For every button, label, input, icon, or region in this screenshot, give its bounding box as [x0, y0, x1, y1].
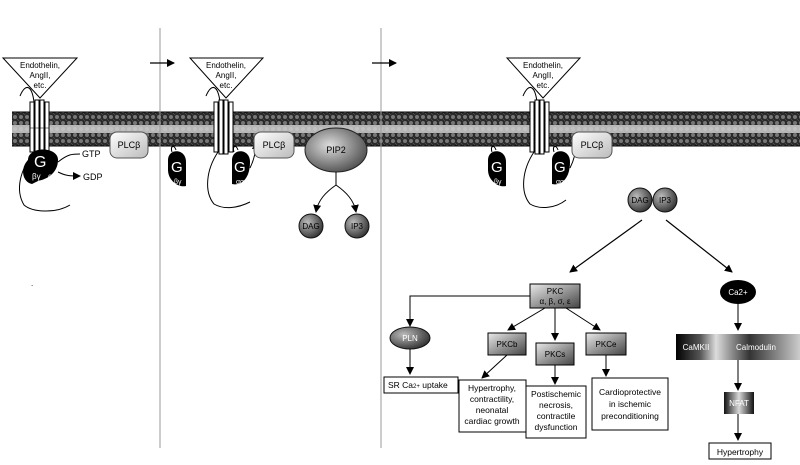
plc-beta: PLCβ [253, 131, 295, 159]
outcome-s-line-2: necrosis, [539, 400, 573, 410]
pkc-epsilon: PKCe [585, 332, 627, 356]
ligand-label-1: Endothelin, [20, 61, 60, 70]
gpcr-receptor [205, 87, 251, 209]
dag: DAG [627, 187, 653, 213]
camkii: CaMKII [676, 334, 716, 360]
g-letter-aq: G [234, 159, 246, 176]
panel-1: Endothelin, AngII, etc. G βγ αq GTP GDP [1, 57, 149, 212]
pkc-beta: PKCb [487, 332, 527, 356]
sr-superscript: 2+ [413, 384, 420, 390]
outcome-e-line-3: preconditioning [601, 411, 659, 421]
gdp-label: GDP [83, 172, 103, 182]
dag-label: DAG [631, 196, 648, 205]
ligand-label-3: etc. [537, 81, 550, 90]
g-alpha-q: G αq [552, 145, 570, 186]
outcome-b-line-2: contractility, [470, 394, 514, 404]
beta-gamma-label: βγ [174, 179, 182, 186]
g-protein-letter: G [34, 154, 46, 171]
ligand-label-2: AngII, [216, 71, 237, 80]
outcome-cardioprotective: Cardioprotective in ischemic preconditio… [591, 377, 669, 431]
g-alpha-q: G αq [232, 145, 250, 186]
ligand-label-2: AngII, [30, 71, 51, 80]
ip3-label: IP3 [659, 196, 672, 205]
g-letter-by: G [491, 159, 503, 176]
nfat-label: NFAT [729, 399, 749, 408]
ip3: IP3 [344, 213, 370, 239]
outcome-e-line-1: Cardioprotective [599, 387, 661, 397]
beta-gamma-label: βγ [32, 172, 41, 181]
alpha-q-label: αq [236, 179, 244, 186]
ip3: IP3 [652, 187, 678, 213]
pip2-label: PIP2 [326, 145, 346, 155]
ligand-triangle [188, 57, 265, 99]
pln: PLN [389, 326, 431, 350]
g-protein: G βγ αq [23, 149, 58, 184]
ligand-label-3: etc. [34, 81, 47, 90]
outcome-hyp-label: Hypertrophy [717, 447, 764, 457]
outcome-s-line-1: Postischemic [531, 389, 582, 399]
g-beta-gamma: G βγ [168, 145, 186, 187]
calmodulin: Calmodulin [716, 334, 800, 360]
g-beta-gamma: G βγ [488, 145, 506, 187]
sr-uptake-label: uptake [420, 380, 448, 390]
gpcr-receptor [19, 87, 71, 212]
pkce-label: PKCe [596, 340, 617, 349]
gtp-label: GTP [82, 149, 101, 159]
outcome-b-line-1: Hypertrophy, [468, 383, 516, 393]
alpha-q-label: αq [556, 179, 564, 186]
ligand-label-1: Endothelin, [206, 61, 246, 70]
pkc-sigma: PKCs [535, 342, 575, 366]
plcb-label: PLCβ [581, 140, 604, 150]
outcome-b-line-4: cardiac growth [464, 416, 520, 426]
ligand-triangle [505, 57, 582, 99]
calcium: Ca2+ [720, 280, 756, 304]
stray-dot: . [31, 279, 33, 288]
outcome-hypertrophy: Hypertrophy [708, 442, 772, 460]
ligand-label-2: AngII, [533, 71, 554, 80]
sr-uptake-box: SR Ca2+ uptake [383, 376, 459, 394]
outcome-e-line-2: in ischemic [609, 399, 652, 409]
sr-label: SR Ca [388, 380, 413, 390]
outcome-b-line-3: neonatal [476, 405, 509, 415]
gpcr-receptor [522, 87, 567, 208]
calmodulin-label: Calmodulin [736, 343, 776, 352]
dag-label: DAG [302, 222, 319, 231]
plcb-label: PLCβ [263, 140, 286, 150]
pkc-isoforms: α, β, σ, ε [539, 297, 571, 306]
ip3-label: IP3 [351, 222, 364, 231]
outcome-hypertrophy-contractility: Hypertrophy, contractility, neonatal car… [458, 379, 527, 433]
panel-3: Endothelin, AngII, etc. G βγ G αq PLCβ [383, 57, 800, 460]
dag: DAG [298, 213, 324, 239]
beta-gamma-label: βγ [494, 179, 502, 186]
calcium-label: Ca2+ [728, 288, 748, 297]
pkcs-label: PKCs [545, 350, 565, 359]
pip2: PIP2 [304, 127, 368, 173]
g-letter-by: G [171, 159, 183, 176]
alpha-q-label: αq [48, 172, 57, 181]
svg-text:SR Ca2+ uptake: SR Ca2+ uptake [388, 380, 448, 390]
outcome-postischemic-necrosis: Postischemic necrosis, contractile dysfu… [525, 385, 587, 439]
pln-label: PLN [402, 334, 418, 343]
g-letter-aq: G [554, 159, 566, 176]
ligand-label-3: etc. [220, 81, 233, 90]
plcb-label: PLCβ [118, 140, 141, 150]
camkii-label: CaMKII [683, 343, 710, 352]
panel-2: Endothelin, AngII, etc. G βγ G αq [168, 57, 370, 239]
nfat: NFAT [724, 392, 754, 414]
ligand-triangle [1, 57, 79, 99]
outcome-s-line-3: contractile [537, 411, 576, 421]
plc-beta: PLCβ [571, 131, 613, 159]
outcome-s-line-4: dysfunction [535, 422, 578, 432]
pkc: PKC α, β, σ, ε [529, 283, 581, 309]
pkc-label: PKC [547, 287, 564, 296]
pkcb-label: PKCb [497, 340, 518, 349]
ligand-label-1: Endothelin, [523, 61, 563, 70]
plc-beta: PLCβ [109, 131, 149, 159]
